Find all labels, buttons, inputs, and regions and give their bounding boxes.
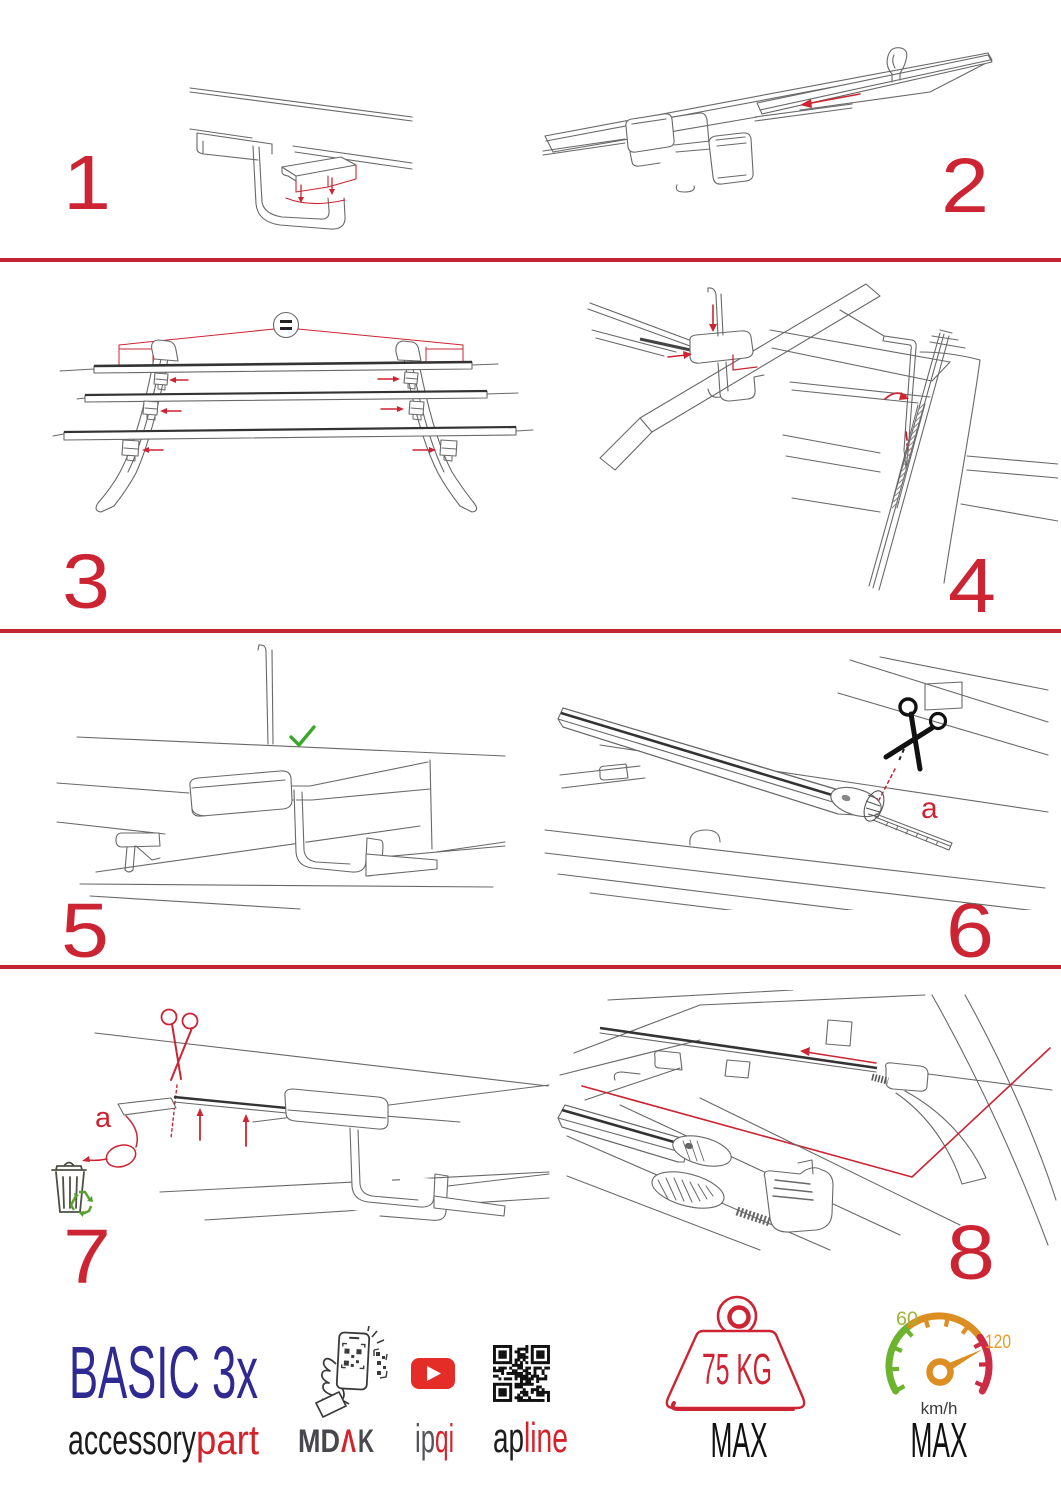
svg-text:a: a: [95, 1102, 112, 1134]
svg-text:km/h: km/h: [921, 1399, 958, 1418]
svg-text:Λ: Λ: [341, 1423, 356, 1459]
svg-text:qi: qi: [435, 1417, 454, 1461]
svg-text:ip: ip: [415, 1417, 435, 1461]
svg-text:MD: MD: [298, 1423, 340, 1459]
svg-text:line: line: [524, 1414, 568, 1461]
svg-text:75 KG: 75 KG: [702, 1345, 772, 1394]
svg-text:accessory: accessory: [68, 1416, 196, 1463]
svg-text:MAX: MAX: [911, 1414, 968, 1468]
svg-text:60: 60: [896, 1309, 918, 1330]
svg-text:120: 120: [985, 1332, 1011, 1353]
svg-text:a: a: [921, 792, 938, 825]
svg-text:ap: ap: [493, 1414, 524, 1461]
svg-text:BASIC 3x: BASIC 3x: [69, 1331, 258, 1414]
svg-text:MAX: MAX: [711, 1414, 768, 1468]
svg-text:K: K: [358, 1423, 374, 1459]
svg-text:part: part: [196, 1416, 259, 1463]
